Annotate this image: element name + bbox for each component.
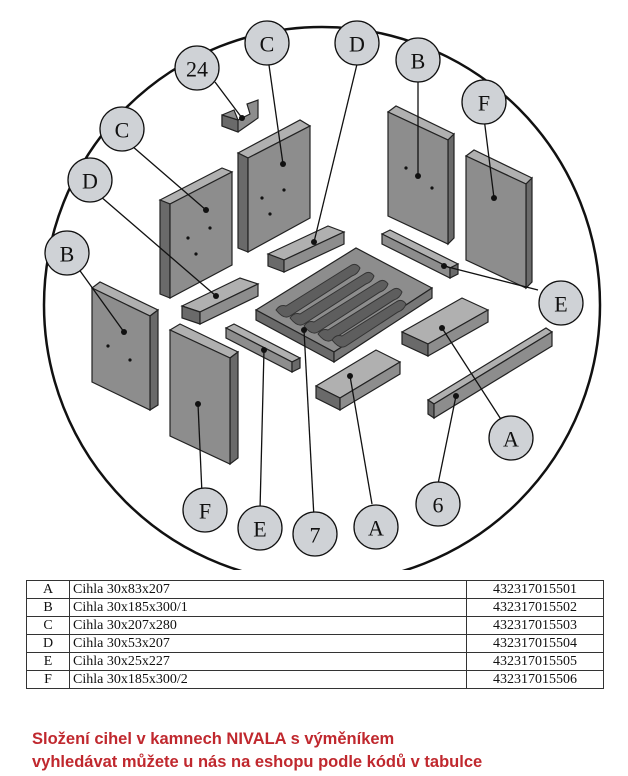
- brick-a-right: [400, 297, 490, 358]
- caption: Složení cihel v kamnech NIVALA s výměník…: [32, 728, 622, 774]
- table-row: E Cihla 30x25x227 432317015505: [26, 652, 604, 671]
- brick-holes: [106, 166, 434, 362]
- brick-b-left: [90, 281, 160, 412]
- brick-c-back: [236, 119, 312, 254]
- part-number: 432317015504: [466, 634, 604, 653]
- part-code: A: [26, 580, 70, 599]
- part-code: E: [26, 652, 70, 671]
- callout-b-left: B: [60, 242, 75, 267]
- part-description: Cihla 30x207x280: [69, 616, 467, 635]
- brick-d-back: [266, 225, 346, 273]
- part-description: Cihla 30x185x300/1: [69, 598, 467, 617]
- caption-line-1: Složení cihel v kamnech NIVALA s výměník…: [32, 730, 395, 748]
- callout-f-bottom: F: [199, 499, 211, 524]
- brick-d-left: [180, 277, 260, 325]
- exploded-assembly-diagram: 24 C D B F C D B E A 6 F E 7 A: [42, 20, 602, 570]
- part-description: Cihla 30x53x207: [69, 634, 467, 653]
- callout-e-right: E: [554, 292, 567, 317]
- table-row: D Cihla 30x53x207 432317015504: [26, 634, 604, 653]
- callouts: [44, 20, 584, 557]
- callout-d-left: D: [82, 169, 98, 194]
- callout-7: 7: [310, 523, 321, 548]
- callout-c-top: C: [260, 32, 275, 57]
- part-24-bracket: [221, 99, 259, 133]
- brick-b-right: [386, 105, 456, 246]
- part-description: Cihla 30x25x227: [69, 652, 467, 671]
- part-number: 432317015501: [466, 580, 604, 599]
- caption-line-2: vyhledávat můžete u nás na eshopu podle …: [32, 753, 483, 771]
- callout-f-top: F: [478, 91, 490, 116]
- enclosing-circle: [42, 25, 602, 570]
- part-6-plate: [426, 327, 554, 420]
- part-code: B: [26, 598, 70, 617]
- table-row: C Cihla 30x207x280 432317015503: [26, 616, 604, 635]
- callout-6: 6: [433, 493, 444, 518]
- brick-e-right: [380, 229, 460, 279]
- brick-f-right: [464, 149, 534, 290]
- part-number: 432317015503: [466, 616, 604, 635]
- brick-e-left: [224, 323, 302, 373]
- callout-d-top: D: [349, 32, 365, 57]
- part-number: 432317015506: [466, 670, 604, 689]
- brick-c-left: [158, 167, 234, 299]
- part-code: D: [26, 634, 70, 653]
- part-description: Cihla 30x83x207: [69, 580, 467, 599]
- table-row: B Cihla 30x185x300/1 432317015502: [26, 598, 604, 617]
- brick-f-front: [168, 323, 240, 466]
- part-number: 432317015505: [466, 652, 604, 671]
- callout-a-right: A: [503, 427, 519, 452]
- table-row: A Cihla 30x83x207 432317015501: [26, 580, 604, 599]
- part-code: F: [26, 670, 70, 689]
- callout-b-top: B: [411, 49, 426, 74]
- part-code: C: [26, 616, 70, 635]
- table-row: F Cihla 30x185x300/2 432317015506: [26, 670, 604, 689]
- callout-e-bottom: E: [253, 517, 266, 542]
- parts-table: A Cihla 30x83x207 432317015501 B Cihla 3…: [26, 580, 604, 689]
- part-description: Cihla 30x185x300/2: [69, 670, 467, 689]
- part-number: 432317015502: [466, 598, 604, 617]
- callout-24: 24: [186, 57, 208, 82]
- part-7-grate: [254, 247, 434, 364]
- callout-c-left: C: [115, 118, 130, 143]
- leader-dots: [121, 115, 497, 407]
- leader-lines: [77, 57, 539, 519]
- callout-a-bottom: A: [368, 516, 384, 541]
- brick-a-bottom: [314, 349, 402, 412]
